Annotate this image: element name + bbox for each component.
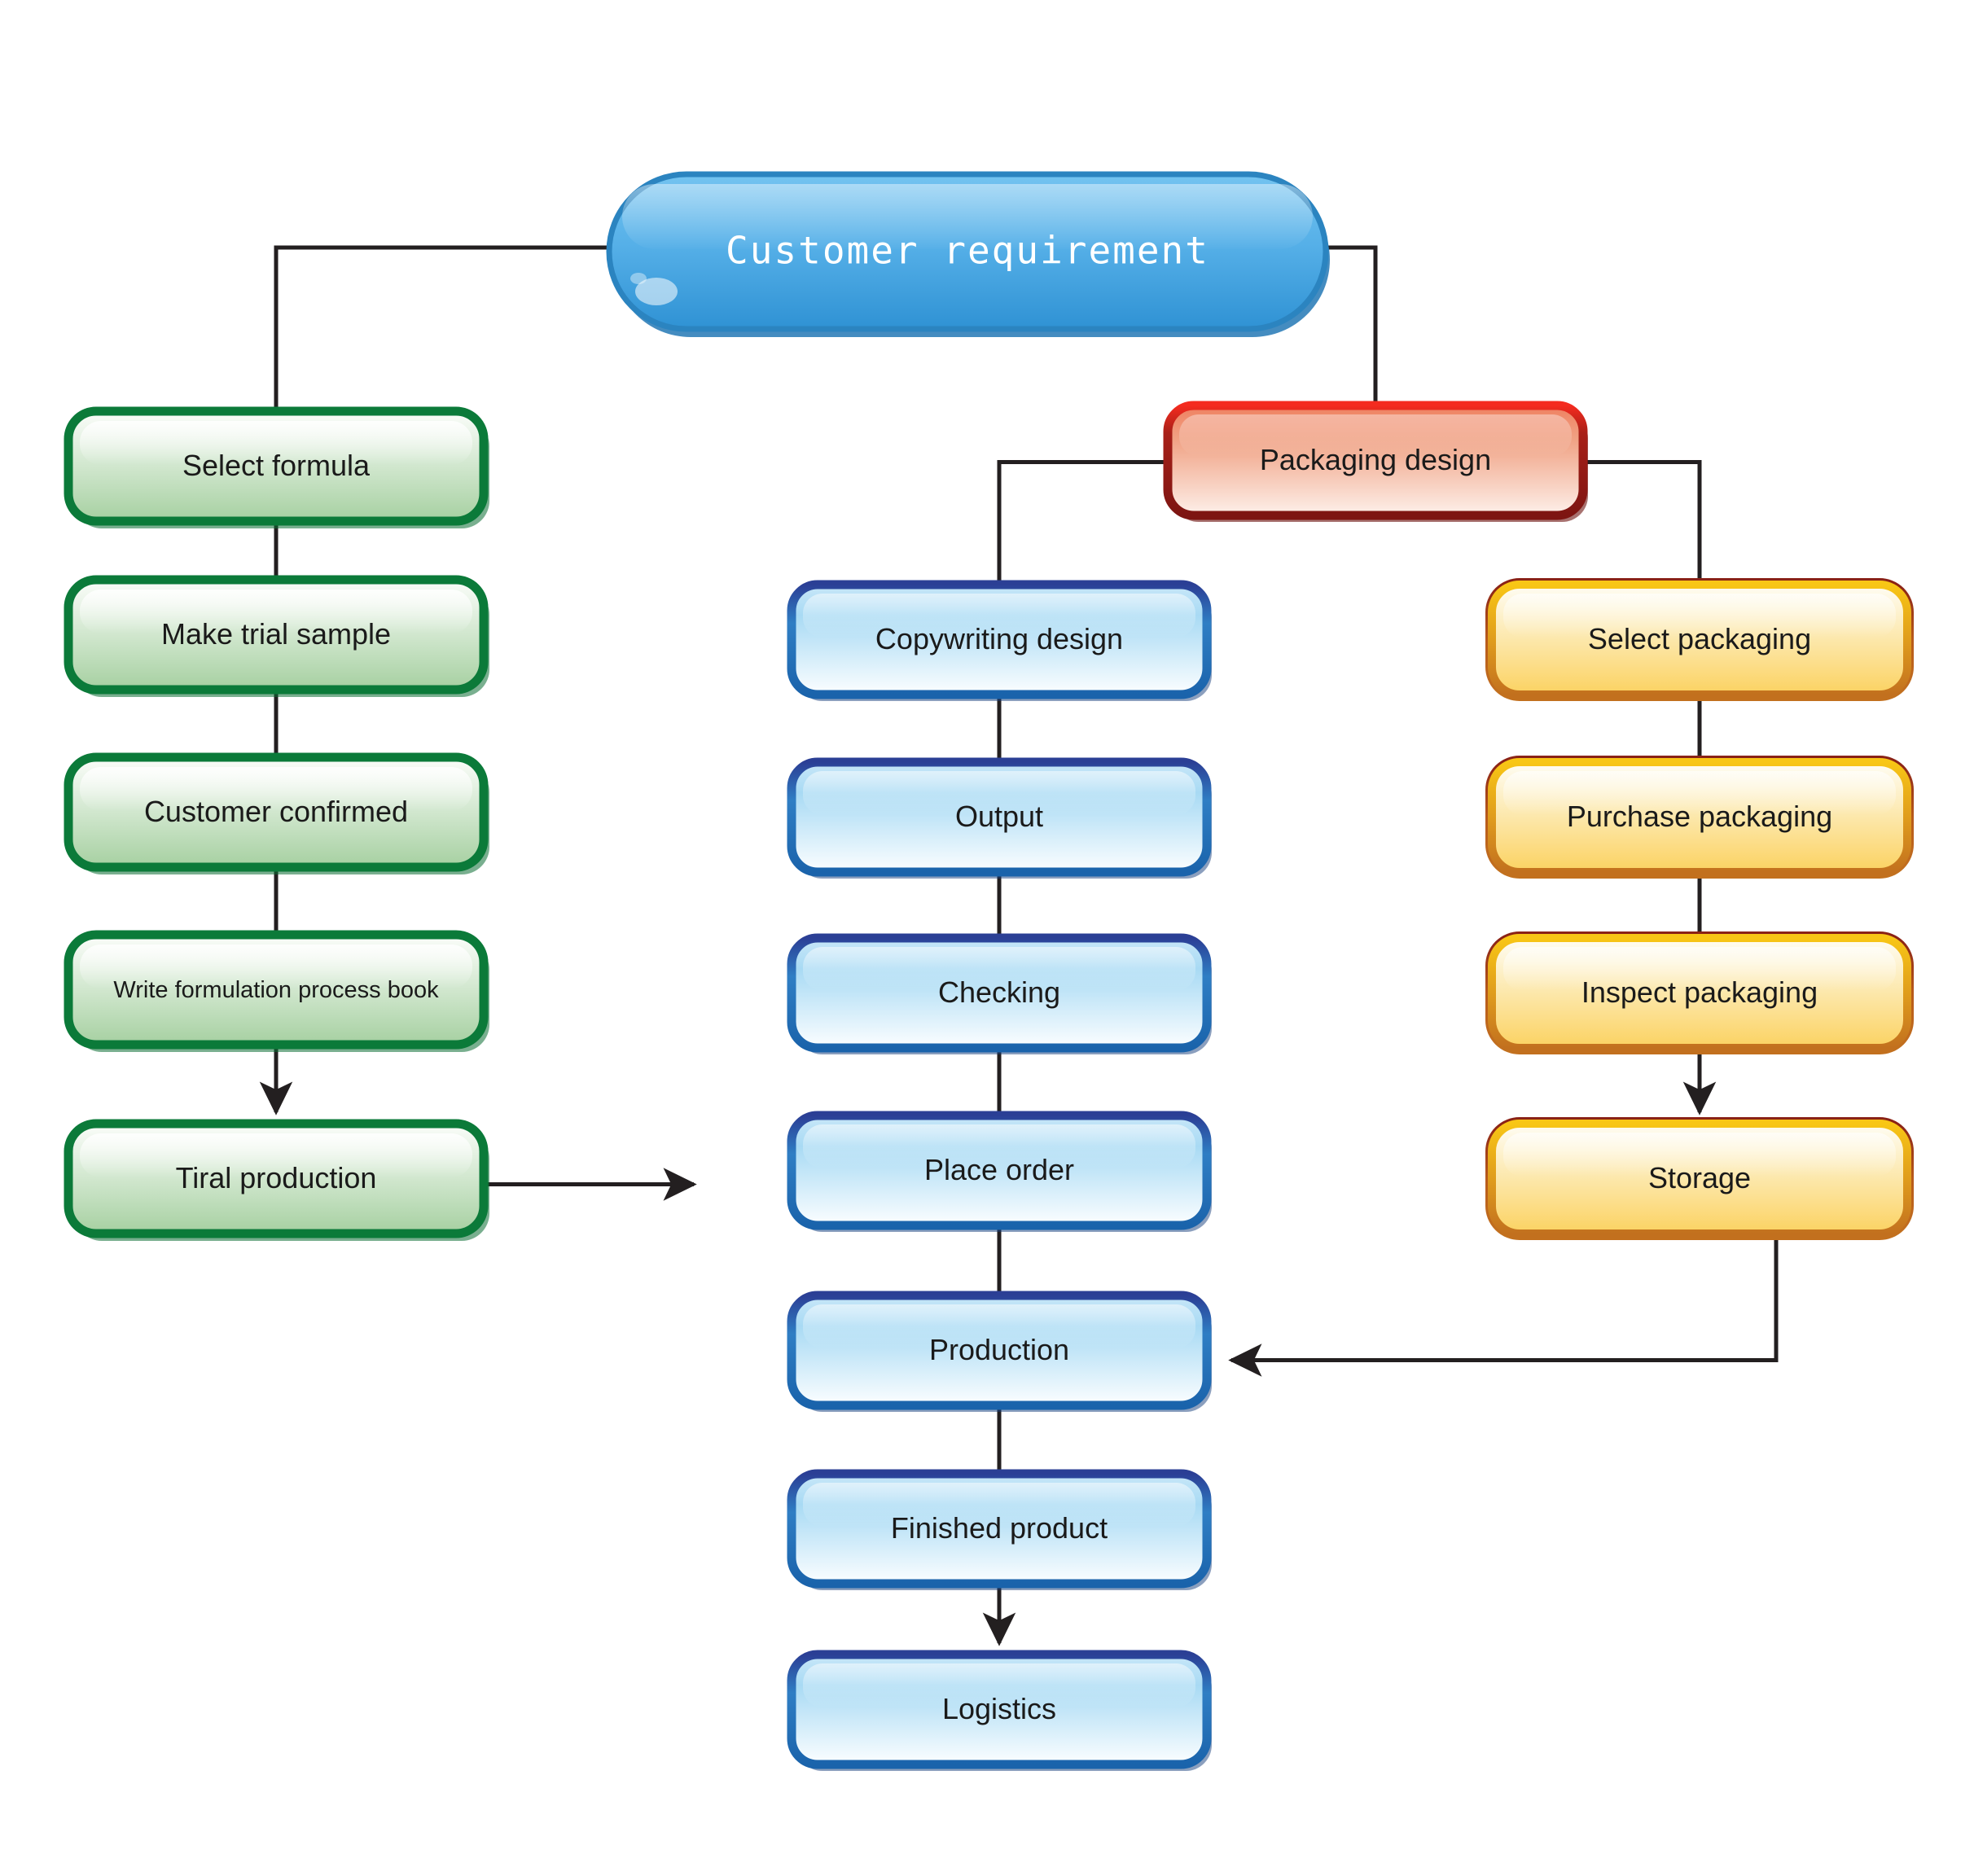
node-select-packaging[interactable] [1485,578,1914,701]
node-label-finished-product: Finished product [891,1511,1108,1545]
node-label-inspect-packaging: Inspect packaging [1581,975,1818,1009]
node-make-trial-sample[interactable] [64,575,489,697]
node-label-write-formulation-process-book: Write formulation process book [113,977,439,1003]
node-label-purchase-packaging: Purchase packaging [1567,800,1832,833]
connector-root-to-packaging-design [1326,245,1378,405]
node-label-storage: Storage [1648,1161,1751,1194]
node-customer-confirmed[interactable] [64,752,489,874]
node-label-customer-requirement: Customer requirement [726,229,1209,273]
node-label-tiral-production: Tiral production [176,1161,377,1194]
node-label-place-order: Place order [924,1153,1074,1186]
node-label-logistics: Logistics [942,1692,1056,1725]
node-tiral-production[interactable] [64,1119,489,1241]
connector-layer [259,245,1779,1646]
node-customer-requirement[interactable] [606,171,1330,337]
node-label-customer-confirmed: Customer confirmed [144,795,408,828]
node-label-make-trial-sample: Make trial sample [161,617,391,651]
node-output[interactable] [787,757,1212,879]
node-write-formulation-process-book[interactable] [64,930,489,1052]
node-label-select-formula: Select formula [182,449,371,482]
node-label-select-packaging: Select packaging [1588,622,1811,655]
node-select-formula[interactable] [64,406,489,528]
node-label-packaging-design: Packaging design [1260,443,1491,476]
connector-packaging-design-to-copywriting-design [997,460,1168,585]
node-packaging-design[interactable] [1163,401,1588,522]
connector-storage-to-production [1228,1234,1779,1377]
node-label-copywriting-design: Copywriting design [875,622,1123,655]
node-finished-product[interactable] [787,1469,1212,1590]
connector-root-to-select-formula [274,245,609,411]
node-label-production: Production [929,1333,1069,1366]
node-inspect-packaging[interactable] [1485,931,1914,1054]
node-label-checking: Checking [938,975,1060,1009]
connector-packaging-design-to-select-packaging [1583,460,1702,585]
node-storage[interactable] [1485,1117,1914,1240]
node-copywriting-design[interactable] [787,580,1212,701]
node-production[interactable] [787,1291,1212,1412]
node-layer [64,171,1914,1771]
node-purchase-packaging[interactable] [1485,756,1914,879]
node-logistics[interactable] [787,1650,1212,1771]
node-checking[interactable] [787,933,1212,1054]
node-label-output: Output [955,800,1043,833]
node-place-order[interactable] [787,1111,1212,1232]
